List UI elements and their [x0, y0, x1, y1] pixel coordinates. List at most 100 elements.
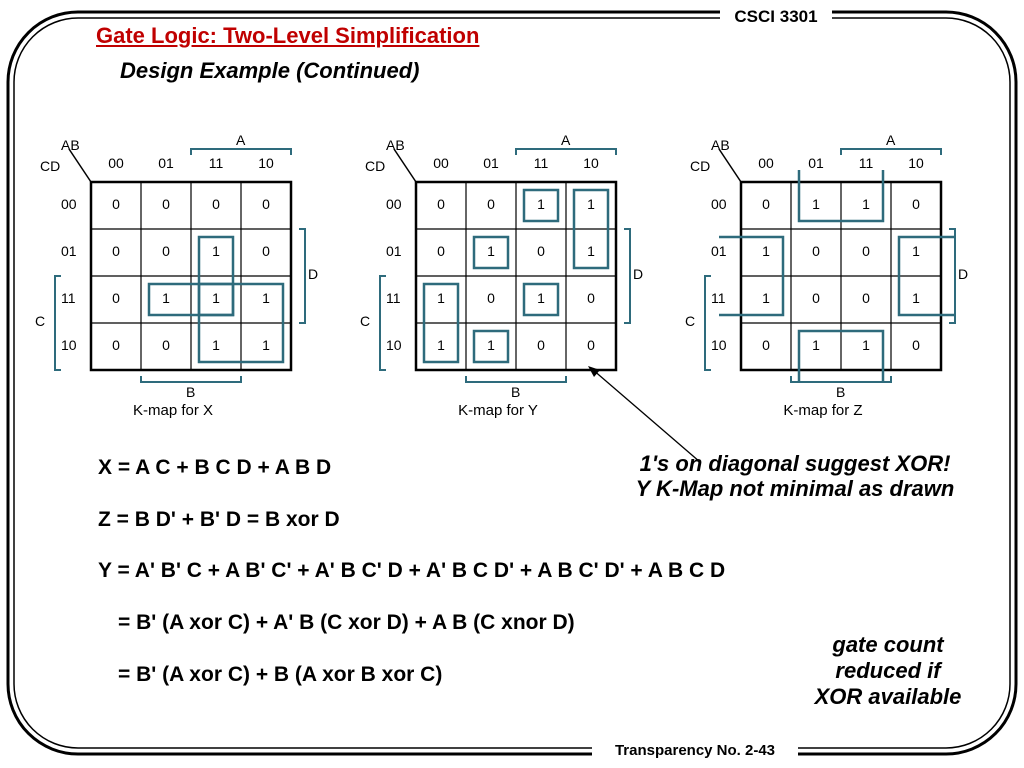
- kmap-cell: 1: [262, 290, 270, 306]
- kmap-cell: 0: [112, 196, 120, 212]
- var-b-label: B: [836, 384, 846, 400]
- bracket-a: [190, 148, 292, 155]
- column-code: 01: [158, 155, 174, 171]
- group-outline: [422, 282, 460, 364]
- kmap-cell: 1: [437, 290, 445, 306]
- transparency-number: Transparency No. 2-43: [592, 742, 798, 759]
- kmap-cell: 0: [112, 290, 120, 306]
- cd-label: CD: [40, 158, 61, 174]
- kmap-cell: 1: [762, 243, 770, 259]
- group-outline: [797, 329, 885, 382]
- bracket-d: [949, 228, 956, 324]
- kmap-cell: 0: [537, 243, 545, 259]
- row-code: 10: [61, 337, 77, 353]
- xor-note-line2: Y K-Map not minimal as drawn: [635, 476, 955, 501]
- row-code: 11: [711, 290, 726, 306]
- group-outline: [522, 282, 560, 317]
- kmap-cell: 0: [812, 290, 820, 306]
- row-code: 01: [386, 243, 402, 259]
- row-code: 10: [386, 337, 402, 353]
- kmap-cell: 0: [437, 243, 445, 259]
- row-code: 11: [386, 290, 401, 306]
- kmap-cell: 0: [162, 243, 170, 259]
- var-a-label: A: [886, 132, 896, 148]
- group-outline: [472, 329, 510, 364]
- equation-x: X = A C + B C D + A B D: [98, 456, 332, 479]
- ab-label: AB: [386, 137, 405, 153]
- row-code: 00: [386, 196, 402, 212]
- row-code: 00: [711, 196, 727, 212]
- kmap-cell: 1: [812, 196, 820, 212]
- kmap-cell: 0: [262, 196, 270, 212]
- bracket-d: [299, 228, 306, 324]
- column-code: 00: [758, 155, 774, 171]
- kmap-cell: 1: [537, 196, 545, 212]
- ab-label: AB: [711, 137, 730, 153]
- slide-subtitle: Design Example (Continued): [120, 58, 420, 83]
- column-code: 10: [258, 155, 274, 171]
- row-code: 11: [61, 290, 76, 306]
- kmap-cell: 0: [212, 196, 220, 212]
- kmap-cell: 0: [862, 290, 870, 306]
- gate-note-line1: gate count: [832, 632, 944, 657]
- column-code: 00: [433, 155, 449, 171]
- kmap-cell: 0: [912, 337, 920, 353]
- kmap-cell: 1: [437, 337, 445, 353]
- column-code: 00: [108, 155, 124, 171]
- kmap-cell: 0: [587, 290, 595, 306]
- var-c-label: C: [685, 313, 696, 329]
- bracket-c: [379, 275, 386, 371]
- var-c-label: C: [360, 313, 371, 329]
- var-a-label: A: [236, 132, 246, 148]
- row-code: 01: [61, 243, 77, 259]
- bracket-b: [140, 376, 242, 383]
- group-outline: [197, 282, 285, 364]
- var-d-label: D: [308, 266, 319, 282]
- var-c-label: C: [35, 313, 46, 329]
- kmap-cell: 1: [212, 243, 220, 259]
- kmap-caption: K-map for X: [132, 402, 214, 419]
- var-b-label: B: [511, 384, 521, 400]
- bracket-b: [790, 376, 892, 383]
- group-outline: [719, 235, 785, 317]
- kmap-diagonal: [393, 148, 417, 183]
- bracket-b: [465, 376, 567, 383]
- column-code: 10: [583, 155, 599, 171]
- kmap-diagonal: [68, 148, 92, 183]
- column-code: 10: [908, 155, 924, 171]
- kmap-cell: 0: [262, 243, 270, 259]
- bracket-d: [624, 228, 631, 324]
- var-a-label: A: [561, 132, 571, 148]
- kmap-cell: 1: [262, 337, 270, 353]
- column-code: 01: [483, 155, 499, 171]
- kmap-cell: 1: [762, 290, 770, 306]
- kmap-cell: 0: [162, 337, 170, 353]
- kmap-cell: 1: [812, 337, 820, 353]
- kmap-cell: 0: [912, 196, 920, 212]
- kmap-cell: 1: [912, 290, 920, 306]
- kmap-cell: 1: [212, 290, 220, 306]
- column-code: 11: [858, 155, 874, 171]
- kmap-lines: [704, 148, 956, 383]
- group-outline: [797, 170, 885, 223]
- var-d-label: D: [633, 266, 644, 282]
- kmap-cell: 1: [587, 196, 595, 212]
- kmap-cell: 1: [487, 243, 495, 259]
- gate-note-line3: XOR available: [814, 684, 962, 709]
- kmap-cell: 0: [762, 196, 770, 212]
- kmap-cell: 0: [112, 337, 120, 353]
- kmap-cell: 1: [162, 290, 170, 306]
- equation-y: Y = A' B' C + A B' C' + A' B C' D + A' B…: [98, 559, 726, 582]
- kmap-diagonal: [718, 148, 742, 183]
- group-outline: [522, 188, 560, 223]
- kmap-cell: 0: [587, 337, 595, 353]
- bracket-a: [840, 148, 942, 155]
- bracket-a: [515, 148, 617, 155]
- ab-label: AB: [61, 137, 80, 153]
- kmap-cell: 1: [587, 243, 595, 259]
